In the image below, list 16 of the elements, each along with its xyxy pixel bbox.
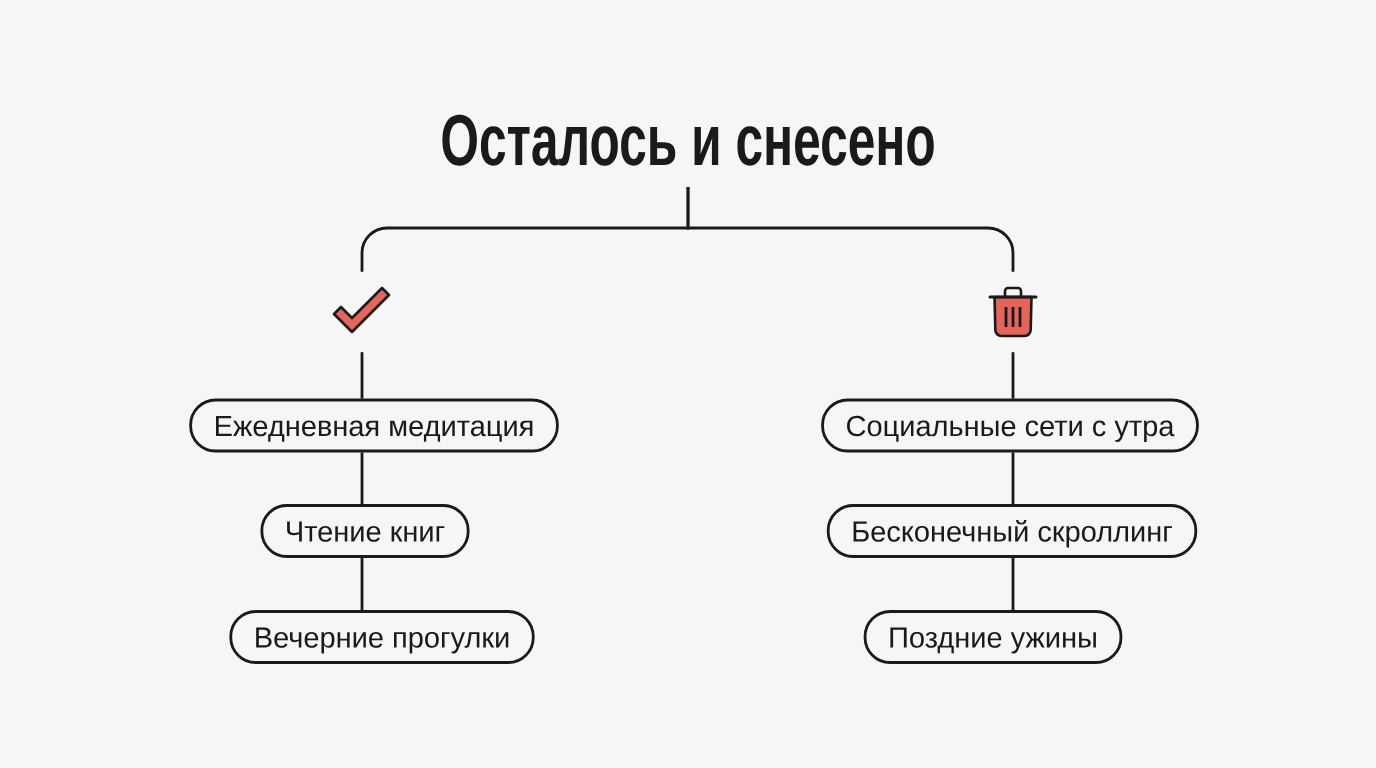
rounded-box: Чтение книг — [260, 504, 470, 558]
connector-line — [1011, 557, 1015, 611]
trash-can-icon — [988, 286, 1038, 338]
connector-line — [686, 186, 1015, 272]
checkmark-icon — [332, 286, 391, 334]
connector-line — [360, 452, 364, 505]
connector-line — [1011, 352, 1015, 399]
connector-line — [360, 557, 364, 611]
rounded-box: Бесконечный скроллинг — [826, 504, 1198, 558]
rounded-box: Ежедневная медитация — [189, 398, 559, 453]
title: Осталось и снесено — [442, 114, 934, 166]
rounded-box: Вечерние прогулки — [229, 610, 535, 664]
connector-line — [1011, 452, 1015, 505]
connector-line — [360, 352, 364, 399]
rounded-box: Социальные сети с утра — [821, 398, 1199, 453]
rounded-box: Поздние ужины — [863, 610, 1123, 664]
